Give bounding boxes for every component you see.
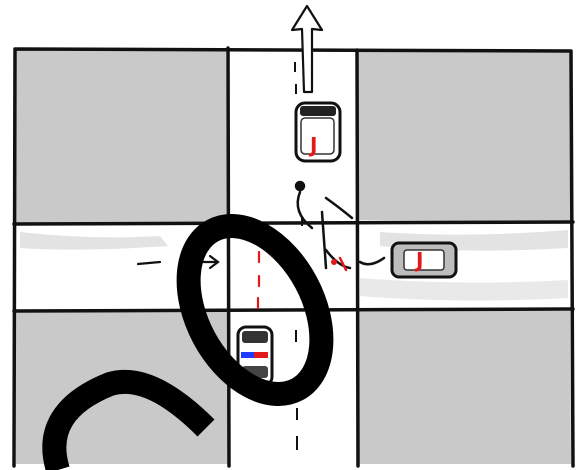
street-grid [12, 46, 575, 468]
road-shading-lower [360, 278, 568, 301]
road-edge-upper [12, 220, 575, 226]
block-top-left [16, 48, 228, 224]
car-from-east: J [390, 241, 458, 279]
car-from-east-label: J [414, 248, 423, 272]
block-bottom-right [358, 310, 571, 464]
watermark [42, 213, 334, 470]
road-edge-left [226, 46, 231, 468]
watermark-o [176, 213, 334, 407]
pedestrian-figure-icon [294, 180, 386, 272]
road-shading-left [20, 232, 168, 250]
north-arrow-icon [290, 4, 324, 94]
road-edge-lower [12, 307, 575, 313]
watermark-c [42, 369, 215, 470]
outer-frame [12, 47, 575, 468]
block-top-right [358, 50, 571, 222]
car-northbound: J [294, 101, 342, 163]
road-edge-right [355, 48, 360, 468]
car-northbound-label: J [308, 133, 317, 157]
